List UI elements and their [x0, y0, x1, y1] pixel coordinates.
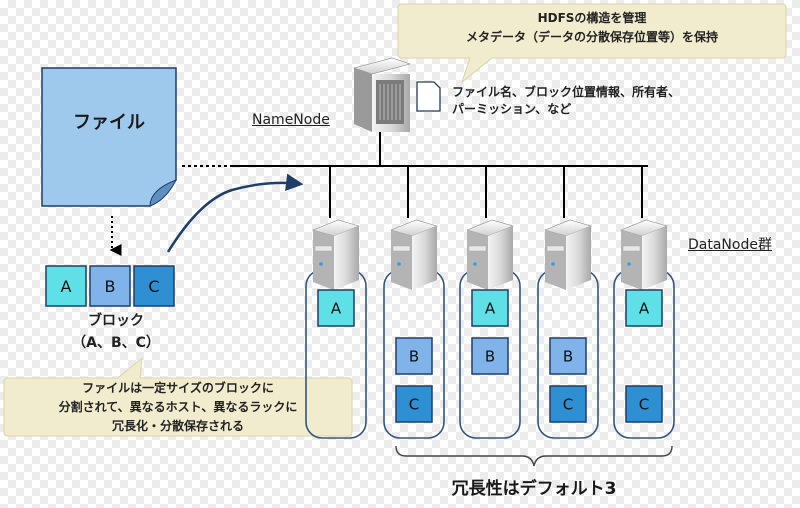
- callout-bottom: ファイルは一定サイズのブロックに 分割されて、異なるホスト、異なるラックに 冗長…: [6, 379, 350, 436]
- svg-text:B: B: [563, 347, 573, 365]
- datanode-4: BC: [537, 219, 599, 439]
- svg-text:C: C: [639, 395, 649, 413]
- distribute-arrow: [166, 173, 304, 253]
- callout-bottom-line3: 冗長化・分散保存される: [111, 419, 244, 433]
- replication-brace: [395, 445, 673, 467]
- block-b: B: [471, 337, 509, 375]
- callout-top-line1: HDFSの構造を管理: [537, 11, 647, 25]
- svg-text:A: A: [485, 299, 496, 317]
- callout-top-line2: メタデータ（データの分散保存位置等）を保持: [465, 30, 718, 44]
- datanode-5: AC: [613, 219, 675, 439]
- svg-text:A: A: [61, 277, 72, 296]
- svg-text:C: C: [563, 395, 573, 413]
- block-a: A: [471, 289, 509, 327]
- file-label: ファイル: [73, 112, 145, 133]
- callout-top-bubble: [397, 3, 787, 84]
- block-a: A: [625, 289, 663, 327]
- datanode-server-icon: [390, 219, 438, 290]
- block-c: C: [549, 385, 587, 423]
- replication-caption: 冗長性はデフォルト3: [451, 479, 617, 499]
- block-a: A: [45, 265, 87, 307]
- callout-bottom-line2: 分割されて、異なるホスト、異なるラックに: [58, 400, 298, 414]
- callout-bottom-bubble: [3, 356, 353, 437]
- svg-text:A: A: [639, 299, 650, 317]
- namenode-label: NameNode: [252, 112, 330, 128]
- file-document-icon: [41, 67, 177, 207]
- block-c: C: [133, 265, 175, 307]
- datanode-server-icon: [312, 219, 360, 290]
- metadata-note: ファイル名、ブロック位置情報、所有者、 パーミッション、など: [452, 84, 680, 118]
- svg-text:B: B: [485, 347, 495, 365]
- block-caption-line1: ブロック: [88, 313, 144, 329]
- network-lines: [230, 132, 648, 218]
- metadata-document-icon: [416, 81, 441, 112]
- datanode-2: BC: [383, 219, 445, 439]
- block-a: A: [317, 289, 355, 327]
- svg-text:B: B: [409, 347, 419, 365]
- block-c: C: [395, 385, 433, 423]
- svg-text:B: B: [105, 277, 116, 296]
- block-c: C: [625, 385, 663, 423]
- datanode-server-icon: [466, 219, 514, 290]
- block-caption: ブロック （A、B、C）: [36, 310, 196, 354]
- datanode-server-icon: [544, 219, 592, 290]
- svg-text:A: A: [331, 299, 342, 317]
- callout-bottom-line1: ファイルは一定サイズのブロックに: [82, 381, 274, 395]
- svg-text:C: C: [148, 277, 159, 296]
- datanode-server-icon: [620, 219, 668, 290]
- block-b: B: [89, 265, 131, 307]
- datanode-3: AB: [459, 219, 521, 439]
- svg-text:C: C: [409, 395, 419, 413]
- metadata-note-line2: パーミッション、など: [452, 102, 572, 116]
- namenode-server-icon: [352, 57, 412, 132]
- block-caption-line2: （A、B、C）: [72, 335, 160, 351]
- block-b: B: [549, 337, 587, 375]
- datanode-label: DataNode群: [688, 237, 772, 253]
- file-page-curl: [149, 179, 178, 207]
- metadata-note-line1: ファイル名、ブロック位置情報、所有者、: [452, 85, 681, 99]
- datanode-1: A: [305, 219, 367, 439]
- block-b: B: [395, 337, 433, 375]
- callout-top: HDFSの構造を管理 メタデータ（データの分散保存位置等）を保持: [400, 9, 784, 47]
